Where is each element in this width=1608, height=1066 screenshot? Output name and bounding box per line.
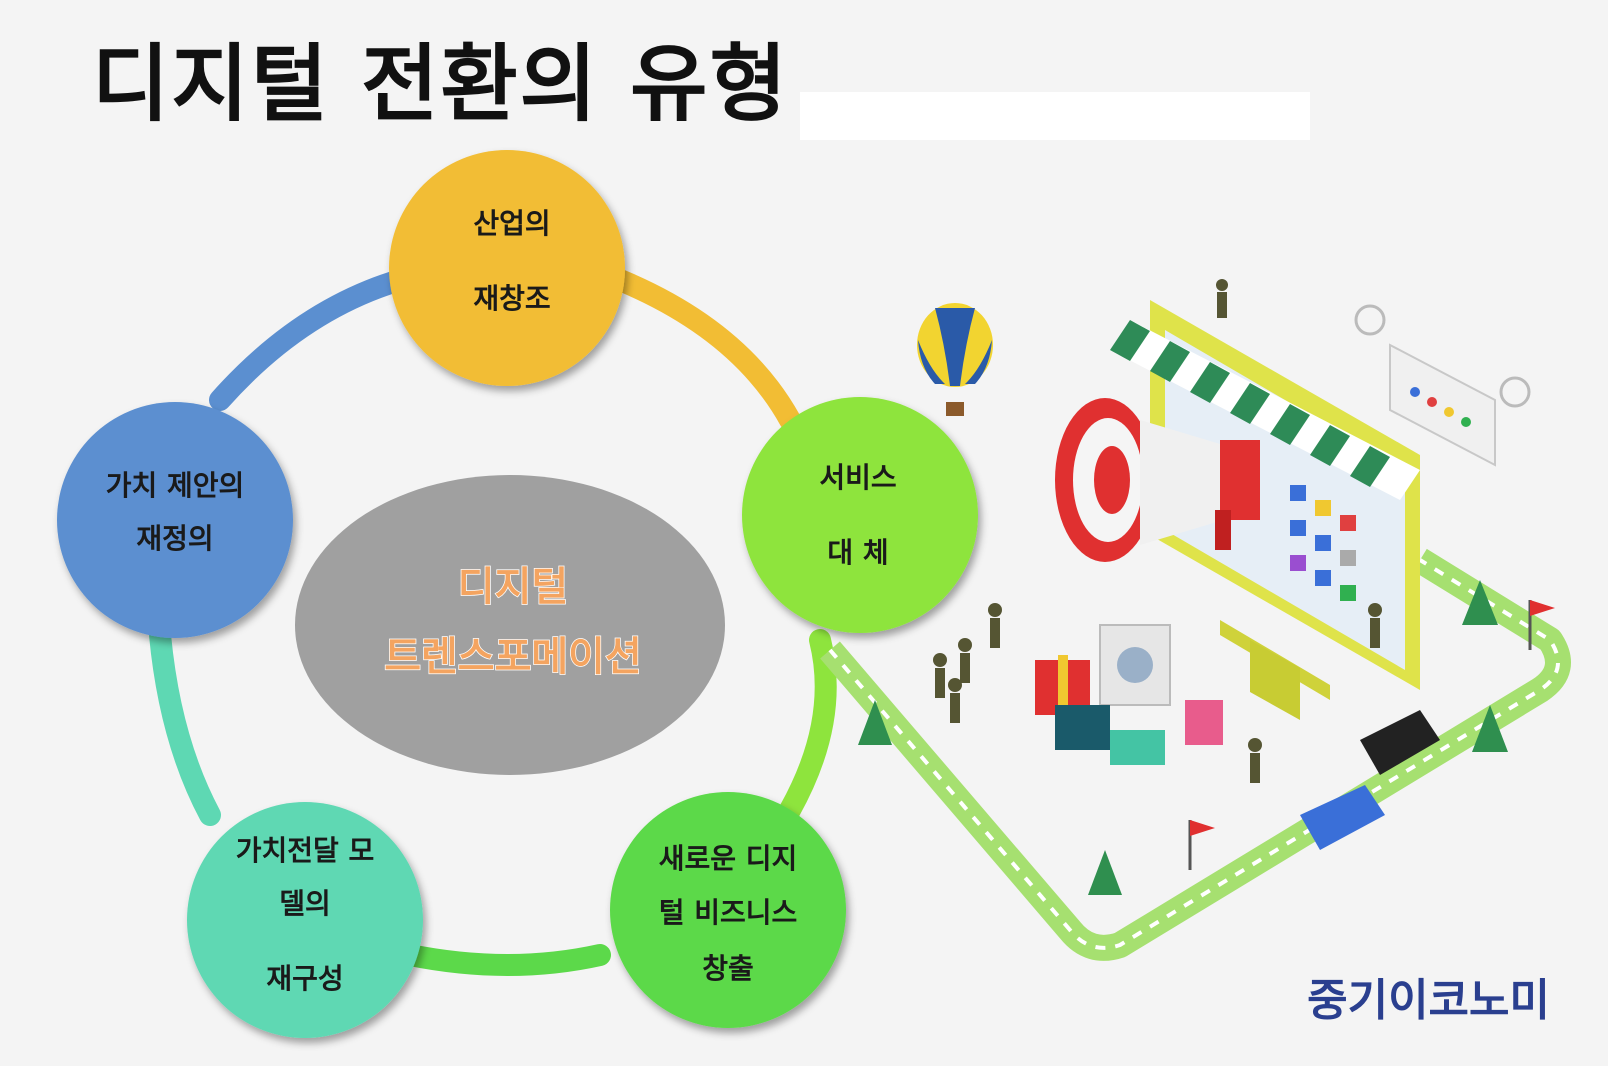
node-business-line-2: 털 비즈니스 — [659, 896, 798, 929]
arc-business-delivery — [399, 944, 611, 976]
node-service-line-1: 서비스 — [819, 461, 896, 494]
node-industry-circle — [389, 150, 625, 386]
tree-icons — [858, 580, 1508, 895]
node-delivery-circle — [187, 802, 423, 1038]
car-icons — [1300, 710, 1440, 850]
hot-air-balloon-icon — [917, 303, 993, 416]
road-loop-icon — [820, 548, 1571, 961]
node-delivery-line-2: 델의 — [279, 887, 331, 920]
center-label-line-1: 디지털 — [458, 564, 568, 610]
road-markings-icon — [828, 558, 1560, 950]
node-business — [610, 792, 846, 1028]
app-tiles-icon — [1290, 485, 1356, 601]
arc-service-business — [779, 629, 837, 821]
node-delivery-line-1: 가치전달 모 — [236, 834, 375, 867]
center-ellipse — [295, 475, 725, 775]
arc-delivery-proposal — [149, 624, 221, 826]
node-delivery — [187, 802, 423, 1038]
arc-proposal-industry — [209, 269, 411, 411]
drone-banner-icon — [1354, 304, 1531, 467]
node-delivery-line-3: 재구성 — [266, 962, 343, 995]
people-icons — [933, 279, 1382, 783]
node-industry — [389, 150, 625, 386]
node-industry-line-2: 재창조 — [473, 282, 550, 315]
center-label-line-2: 트렌스포메이션 — [384, 634, 642, 680]
digital-store-illustration — [820, 279, 1571, 961]
node-proposal — [57, 402, 293, 638]
arc-industry-service — [609, 269, 801, 431]
node-industry-line-1: 산업의 — [473, 207, 550, 240]
shopping-items-icon — [1035, 624, 1223, 765]
center-node: 디지털 트렌스포메이션 — [295, 475, 725, 775]
page-title: 디지털 전환의 유형 — [92, 35, 789, 133]
connector-ring — [149, 269, 837, 976]
node-business-circle — [610, 792, 846, 1028]
flag-icons — [1188, 600, 1555, 870]
node-service — [742, 397, 978, 633]
node-business-line-1: 새로운 디지 — [659, 842, 798, 875]
node-proposal-circle — [57, 402, 293, 638]
node-business-line-3: 창출 — [702, 952, 754, 985]
monitor-icon — [1110, 300, 1420, 720]
title-underline-bar — [800, 92, 1310, 140]
node-service-line-2: 대 체 — [827, 536, 888, 569]
megaphone-icon — [1055, 398, 1260, 562]
node-proposal-line-1: 가치 제안의 — [106, 469, 245, 502]
brand-logo-text: 중기이코노미 — [1307, 975, 1550, 1026]
node-service-circle — [742, 397, 978, 633]
node-proposal-line-2: 재정의 — [136, 522, 213, 555]
